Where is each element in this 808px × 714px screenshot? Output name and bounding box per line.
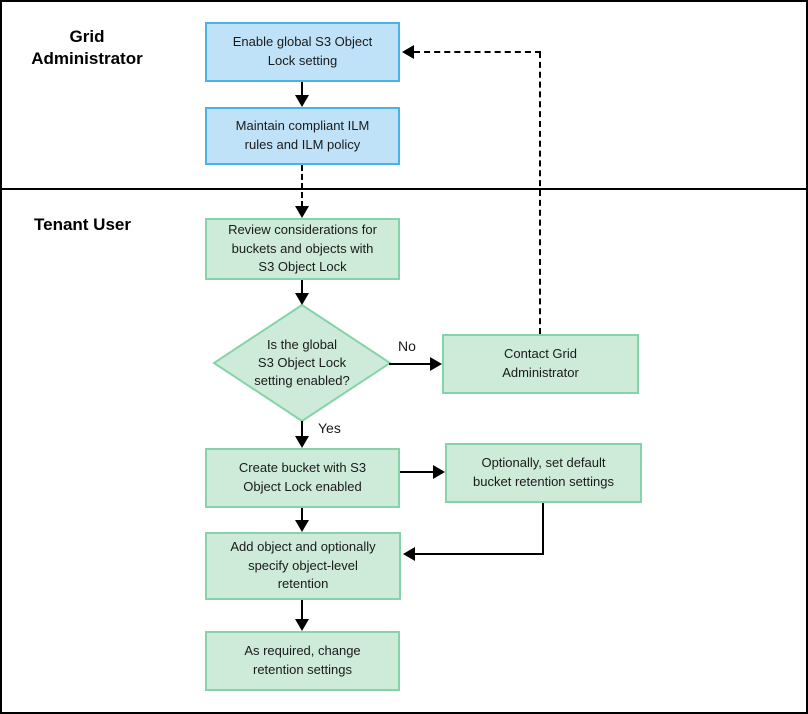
connector-optional-to-add-arrowhead xyxy=(403,547,415,561)
connector-add-to-change-arrowhead xyxy=(295,619,309,631)
connector-ilm-to-review-arrowhead xyxy=(295,206,309,218)
node-optional-default-retention: Optionally, set default bucket retention… xyxy=(445,443,642,503)
connector-ilm-to-review-dashed-line xyxy=(301,165,303,207)
node-change-retention: As required, change retention settings xyxy=(205,631,400,691)
connector-create-to-add-arrowhead xyxy=(295,520,309,532)
connector-enable-to-ilm-line xyxy=(301,82,303,97)
connector-create-to-optional-arrowhead xyxy=(433,465,445,479)
node-enable-global-s3-object-lock: Enable global S3 Object Lock setting xyxy=(205,22,400,82)
connector-enable-to-ilm-arrowhead xyxy=(295,95,309,107)
connector-optional-to-add-hline xyxy=(415,553,544,555)
connector-optional-to-add-vline xyxy=(542,503,544,555)
node-add-object: Add object and optionally specify object… xyxy=(205,532,401,600)
connector-contact-feedback-vline xyxy=(539,52,541,334)
edge-label-yes: Yes xyxy=(316,420,343,436)
lane-divider xyxy=(2,188,806,190)
decision-diamond-label: Is the global S3 Object Lock setting ena… xyxy=(254,336,350,389)
connector-review-to-decision-line xyxy=(301,280,303,294)
node-contact-grid-administrator: Contact Grid Administrator xyxy=(442,334,639,394)
connector-add-to-change-line xyxy=(301,600,303,620)
node-review-considerations: Review considerations for buckets and ob… xyxy=(205,218,400,280)
connector-yes-arrowhead xyxy=(295,436,309,448)
connector-create-to-optional-line xyxy=(400,471,434,473)
node-maintain-compliant-ilm: Maintain compliant ILM rules and ILM pol… xyxy=(205,107,400,165)
edge-label-no: No xyxy=(396,338,418,354)
lane-label-grid-administrator: Grid Administrator xyxy=(31,27,143,69)
connector-no-line xyxy=(389,363,431,365)
connector-no-arrowhead xyxy=(430,357,442,371)
connector-contact-feedback-hline xyxy=(414,51,541,53)
connector-yes-line xyxy=(301,421,303,437)
connector-contact-feedback-arrowhead xyxy=(402,45,414,59)
connector-review-to-decision-arrowhead xyxy=(295,293,309,305)
lane-label-tenant-user: Tenant User xyxy=(34,215,131,234)
node-create-bucket: Create bucket with S3 Object Lock enable… xyxy=(205,448,400,508)
connector-create-to-add-line xyxy=(301,508,303,521)
